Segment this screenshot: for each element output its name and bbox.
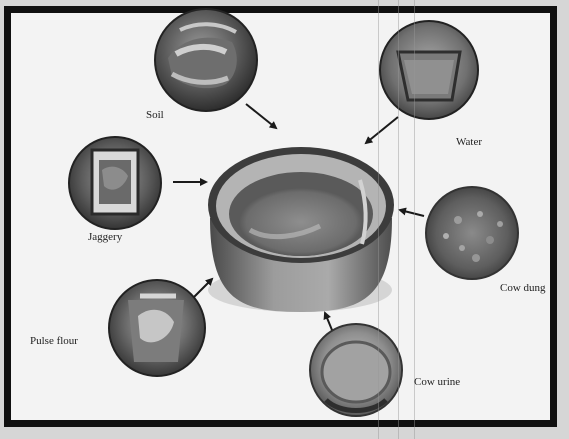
arrow-water	[366, 117, 398, 143]
label-cow-urine: Cow urine	[414, 377, 460, 388]
scan-line	[414, 0, 415, 439]
label-cow-dung: Cow dung	[500, 283, 546, 294]
label-water: Water	[456, 137, 482, 148]
label-jaggery: Jaggery	[88, 232, 122, 243]
label-pulse-flour: Pulse flour	[30, 336, 78, 347]
cow-dung-image	[426, 187, 518, 279]
water-image	[380, 21, 478, 119]
jaggery-image	[69, 137, 161, 229]
scan-line	[398, 0, 399, 439]
pulse-flour-image	[109, 280, 205, 376]
label-soil: Soil	[146, 110, 164, 121]
cow-urine-image	[310, 324, 402, 416]
scan-line	[378, 0, 379, 439]
soil-image	[155, 9, 257, 111]
mixing-pot	[208, 147, 394, 312]
arrow-cow-urine	[325, 313, 332, 330]
arrow-soil	[246, 104, 276, 128]
arrow-cow-dung	[400, 210, 424, 216]
